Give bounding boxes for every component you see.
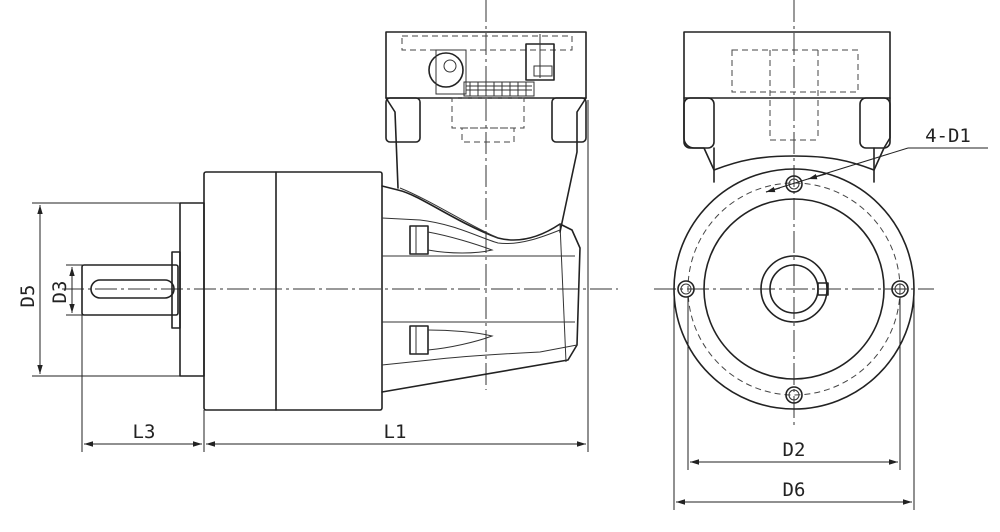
- end-view: 4-D1 D2 D6: [654, 0, 988, 510]
- shaft-circle: [760, 255, 828, 323]
- bolt-hole-left: [677, 280, 695, 298]
- dimension-d3: D3: [49, 264, 100, 316]
- label-d2: D2: [783, 439, 806, 461]
- input-housing: [385, 31, 587, 233]
- dimension-d6: D6: [673, 289, 915, 510]
- mounting-lug-upper: [409, 225, 494, 255]
- dimension-d5: D5: [17, 202, 180, 377]
- gear-housing: [203, 171, 383, 411]
- bolt-hole-top: [785, 175, 803, 193]
- bolt-hole-bottom: [785, 386, 803, 404]
- dimension-l1: L1: [206, 100, 589, 452]
- transition-body: [381, 185, 581, 393]
- dimension-d2: D2: [687, 297, 901, 470]
- dimension-l3: L3: [81, 315, 205, 452]
- label-d1: 4-D1: [925, 125, 971, 147]
- pilot-circle: [703, 198, 885, 380]
- shaft-keyway: [817, 282, 829, 296]
- label-l3: L3: [133, 421, 156, 443]
- output-shaft: [81, 251, 181, 329]
- label-d5: D5: [17, 285, 39, 308]
- bolt-circle: [687, 182, 901, 396]
- callout-4-d1: 4-D1: [765, 125, 988, 193]
- label-l1: L1: [384, 421, 407, 443]
- side-view: D5 D3 L3 L1: [17, 0, 618, 452]
- label-d6: D6: [783, 479, 806, 501]
- label-d3: D3: [49, 281, 71, 304]
- end-view-top-housing: [683, 31, 891, 183]
- mounting-lug-lower: [409, 325, 494, 355]
- coupling-hub: [428, 52, 464, 88]
